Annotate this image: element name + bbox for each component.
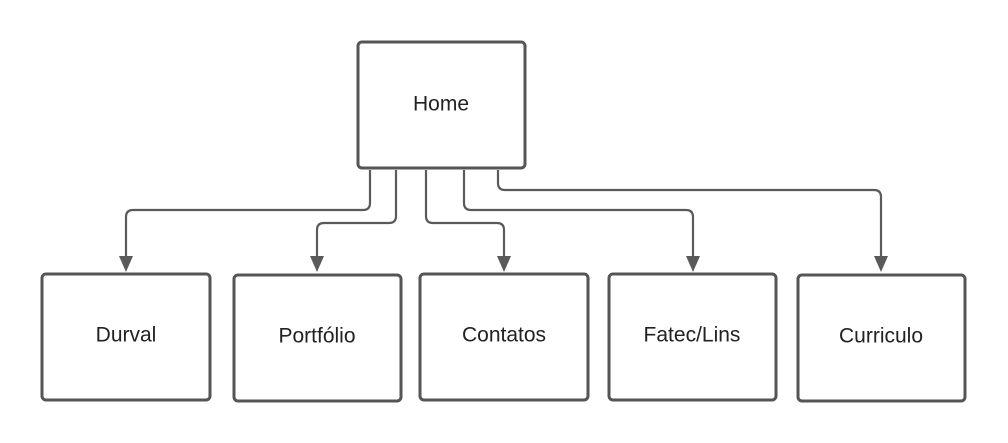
node-fateclins: Fatec/Lins [607,272,778,402]
node-durval: Durval [40,272,212,402]
node-curriculo: Curriculo [796,273,967,403]
node-portfolio: Portfólio [232,273,403,403]
node-contatos: Contatos [418,272,590,402]
node-curriculo-label: Curriculo [839,325,923,348]
arrowhead-curriculo [874,256,888,272]
connector-home-fateclins [462,170,700,272]
node-home-label: Home [413,93,469,116]
connector-home-contatos [424,170,511,272]
arrowhead-durval [119,256,133,272]
connector-home-durval [119,170,372,272]
node-home: Home [356,40,527,170]
arrowhead-portfolio [310,256,324,272]
node-fateclins-label: Fatec/Lins [644,324,741,347]
arrowhead-contatos [497,256,511,272]
node-durval-label: Durval [96,324,157,347]
node-contatos-label: Contatos [462,324,546,347]
node-portfolio-label: Portfólio [278,325,355,348]
arrowhead-fateclins [686,256,700,272]
connector-home-portfolio [310,170,398,272]
connector-home-curriculo [496,170,888,272]
